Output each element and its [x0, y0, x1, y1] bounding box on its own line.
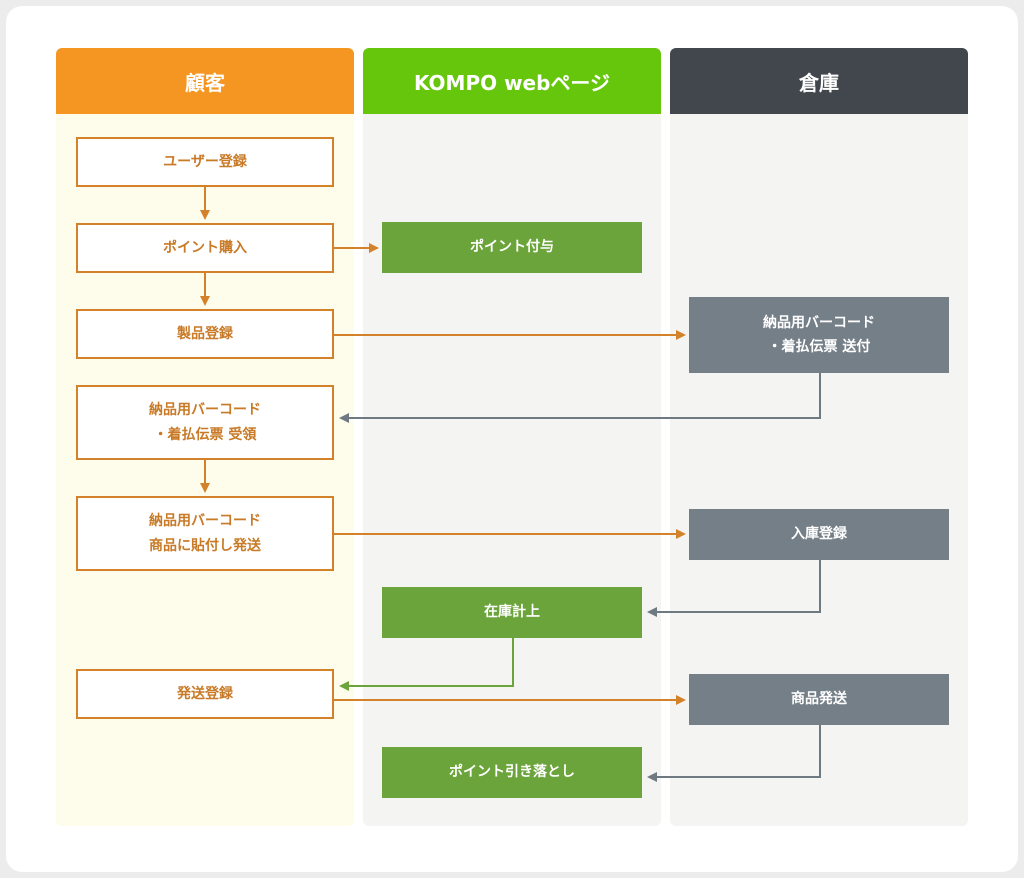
step-product-shipping: 商品発送: [689, 674, 949, 725]
step-point-purchase: ポイント購入: [76, 223, 334, 273]
step-barcode-attach-ship: 納品用バーコード 商品に貼付し発送: [76, 496, 334, 571]
step-barcode-send: 納品用バーコード ・着払伝票 送付: [689, 297, 949, 373]
step-barcode-receive: 納品用バーコード ・着払伝票 受領: [76, 385, 334, 460]
step-point-grant: ポイント付与: [382, 222, 642, 273]
lane-header-customer: 顧客: [56, 48, 354, 114]
step-warehouse-receipt: 入庫登録: [689, 509, 949, 560]
lane-web: KOMPO webページ: [363, 48, 661, 826]
lane-header-warehouse: 倉庫: [670, 48, 968, 114]
step-stock-record: 在庫計上: [382, 587, 642, 638]
step-product-registration: 製品登録: [76, 309, 334, 359]
lane-header-web: KOMPO webページ: [363, 48, 661, 114]
step-shipping-registration: 発送登録: [76, 669, 334, 719]
step-user-registration: ユーザー登録: [76, 137, 334, 187]
step-point-deduction: ポイント引き落とし: [382, 747, 642, 798]
